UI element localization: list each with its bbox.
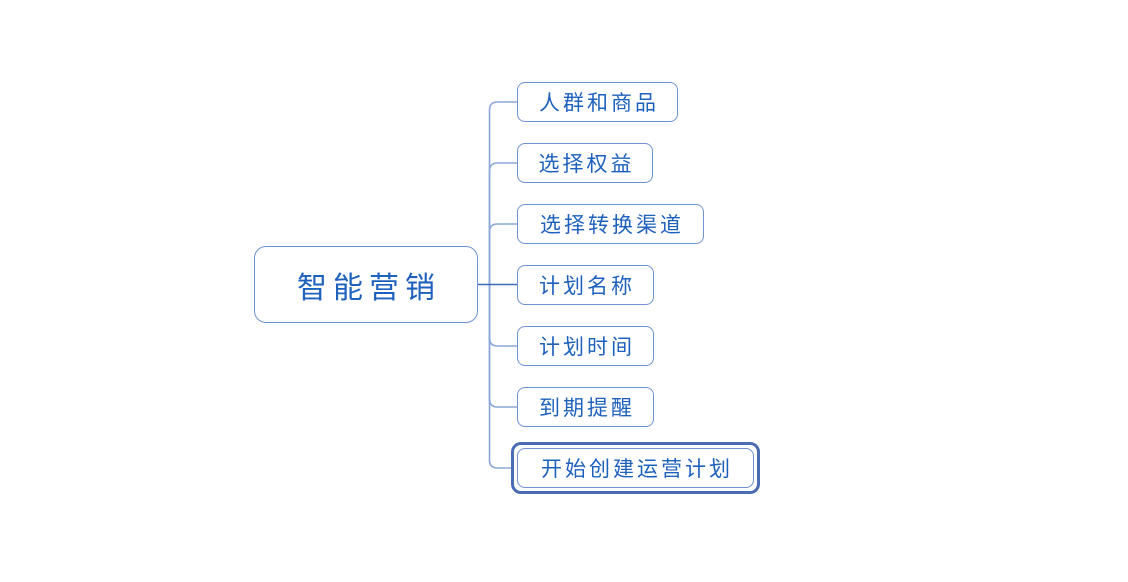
node-select-conversion-channel[interactable]: 选择转换渠道 <box>517 204 704 244</box>
connector-branch-3 <box>488 223 517 285</box>
node-start-create-operation-plan[interactable]: 开始创建运营计划 <box>517 448 754 488</box>
connector-branch-6 <box>488 284 517 408</box>
connector-branch-2 <box>488 162 517 285</box>
node-select-benefits[interactable]: 选择权益 <box>517 143 653 183</box>
node-plan-name[interactable]: 计划名称 <box>517 265 654 305</box>
root-node-smart-marketing[interactable]: 智能营销 <box>254 246 478 323</box>
node-plan-time[interactable]: 计划时间 <box>517 326 654 366</box>
connector-branch-1 <box>488 101 517 285</box>
node-audience-and-products[interactable]: 人群和商品 <box>517 82 678 122</box>
connector-branch-7 <box>488 284 511 469</box>
connector-branch-5 <box>488 284 517 347</box>
node-expiry-reminder[interactable]: 到期提醒 <box>517 387 654 427</box>
selection-ring <box>511 442 760 494</box>
